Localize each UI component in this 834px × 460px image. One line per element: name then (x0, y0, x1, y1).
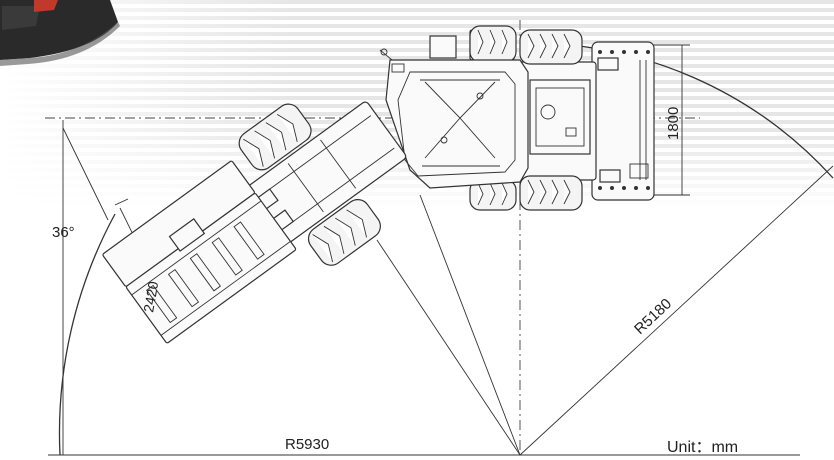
bucket-width-label: 2420 (140, 280, 161, 314)
rear-width-label: 1800 (665, 107, 682, 140)
ray-to-rear (519, 165, 834, 456)
unit-label: Unit：mm (667, 439, 738, 456)
ray-to-bucket (376, 239, 521, 456)
outer-turning-arc (58, 213, 116, 456)
loader-rear-frame (517, 29, 655, 211)
angle-label: 36° (52, 224, 75, 241)
outer-radius-label: R5930 (285, 436, 329, 453)
attachment-corner (0, 0, 120, 66)
ray-secondary (419, 194, 521, 456)
loader-bucket (102, 160, 297, 344)
angle-line (62, 127, 109, 221)
loader-cab (379, 25, 529, 211)
